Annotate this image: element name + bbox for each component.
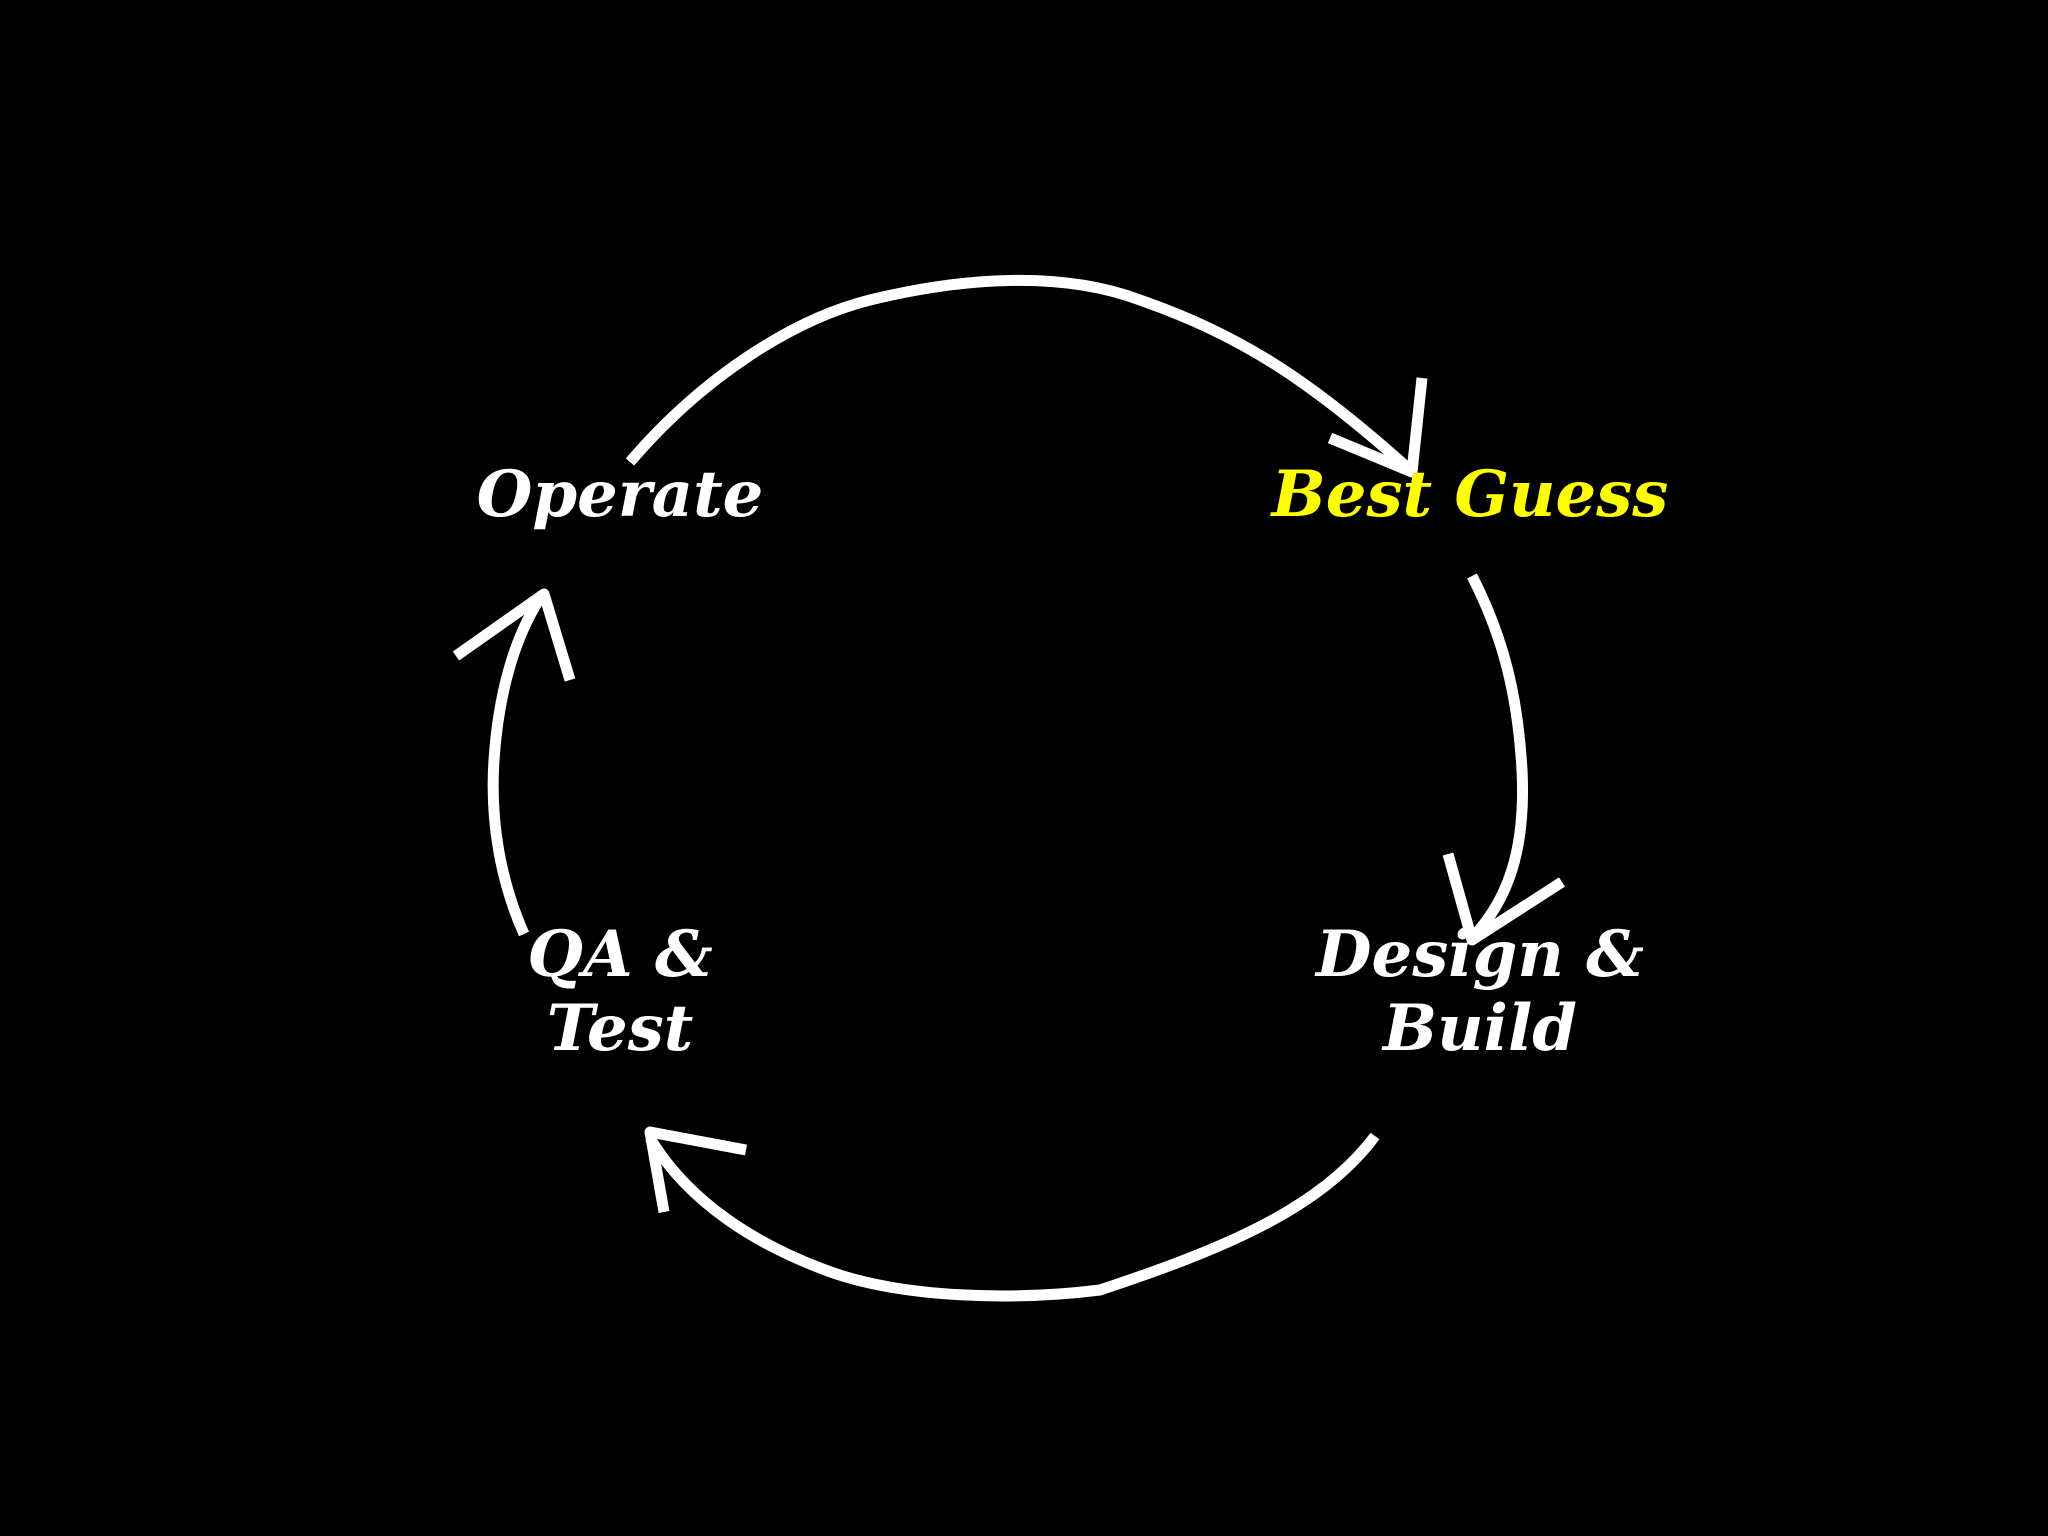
node-best-guess-text: Best Guess	[1271, 457, 1669, 532]
node-design-build-line-2: Build	[1383, 990, 1577, 1066]
node-qa-test-line-2: Test	[546, 990, 694, 1066]
arrowhead-design-build	[1442, 852, 1565, 946]
node-qa-test: QA & Test	[470, 918, 770, 1065]
arrow-design-build-to-qa-test	[645, 1132, 1380, 1302]
arrow-operate-to-best-guess	[625, 274, 1414, 475]
arrow-qa-test-to-operate	[487, 591, 547, 937]
node-best-guess: Best Guess	[1210, 458, 1730, 532]
node-design-build-line-1: Design &	[1316, 917, 1644, 992]
node-design-build: Design & Build	[1290, 918, 1670, 1065]
arrowhead-qa-test	[644, 1126, 748, 1213]
arrowhead-operate	[452, 588, 576, 682]
arrow-best-guess-to-design-build	[1467, 573, 1529, 942]
node-qa-test-line-1: QA &	[527, 917, 713, 992]
arrowhead-best-guess	[1327, 377, 1428, 478]
node-operate-text: Operate	[476, 457, 764, 532]
node-operate: Operate	[440, 458, 800, 532]
